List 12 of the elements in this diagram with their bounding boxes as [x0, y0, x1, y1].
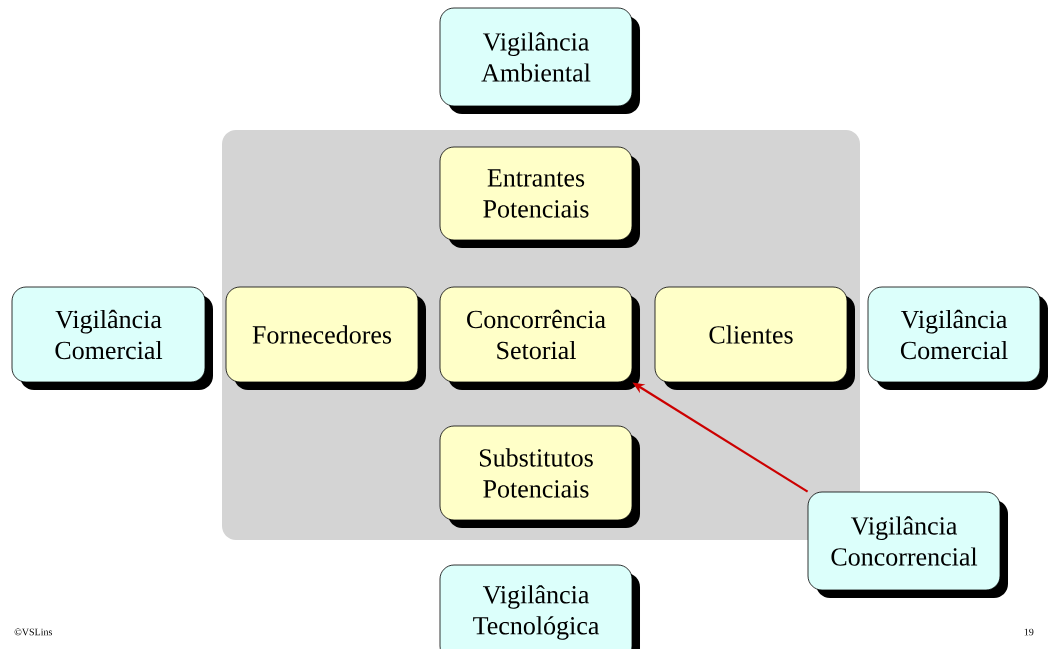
rounded-box: Fornecedores: [225, 286, 426, 390]
rounded-box: Clientes: [654, 286, 855, 390]
rounded-box: Vigilância Ambiental: [439, 7, 640, 114]
copyright-note: ©VSLins: [14, 628, 52, 636]
rounded-box: Vigilância Comercial: [867, 286, 1048, 390]
rounded-box: Concorrência Setorial: [439, 286, 640, 390]
rounded-box: Vigilância Concorrencial: [807, 491, 1008, 598]
page-number: 19: [1024, 628, 1034, 636]
rounded-box: Vigilância Tecnológica: [439, 564, 640, 649]
rounded-box: Vigilância Comercial: [11, 286, 213, 390]
rounded-box: Entrantes Potenciais: [439, 146, 640, 248]
rounded-box: Substitutos Potenciais: [439, 425, 640, 528]
